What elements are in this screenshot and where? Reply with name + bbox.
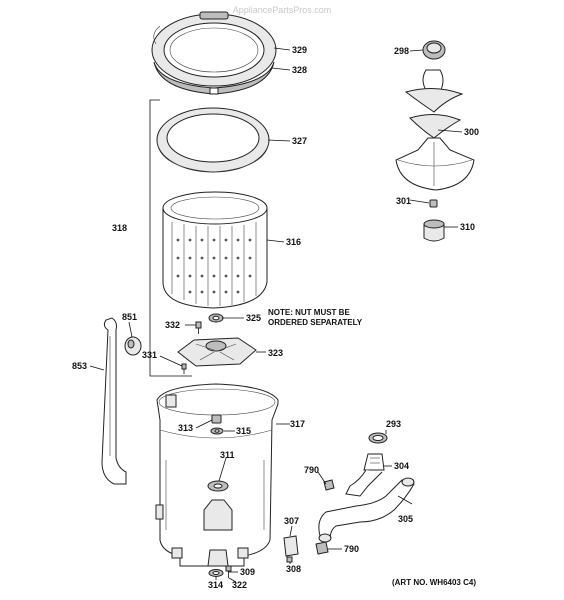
callout-298: 298 xyxy=(394,46,409,56)
part-308-screw[interactable] xyxy=(286,556,293,563)
part-301-bolt[interactable] xyxy=(429,199,438,208)
callout-790-lower: 790 xyxy=(344,544,359,554)
part-304-drain-hose[interactable] xyxy=(345,453,385,497)
note-line-2: ORDERED SEPARATELY xyxy=(268,318,363,327)
part-317-outer-tub[interactable] xyxy=(155,383,279,567)
part-323-hub-plate[interactable] xyxy=(177,337,257,367)
part-790-clip-upper[interactable] xyxy=(323,479,335,491)
callout-301: 301 xyxy=(396,196,411,206)
part-315-washer[interactable] xyxy=(210,427,224,435)
part-790-clip-lower[interactable] xyxy=(315,541,329,555)
callout-310: 310 xyxy=(460,222,475,232)
callout-331: 331 xyxy=(142,350,157,360)
callout-304: 304 xyxy=(394,461,409,471)
callout-311: 311 xyxy=(220,450,235,460)
part-300-agitator[interactable] xyxy=(395,69,475,191)
callout-325: 325 xyxy=(246,313,261,323)
part-313-bolt[interactable] xyxy=(211,414,222,424)
part-307-bracket[interactable] xyxy=(283,535,299,557)
part-851-drain-plug[interactable] xyxy=(124,336,142,356)
callout-314: 314 xyxy=(208,580,223,590)
callout-317: 317 xyxy=(290,419,305,429)
part-309-drain-boot[interactable] xyxy=(207,549,229,567)
callout-316: 316 xyxy=(286,237,301,247)
watermark: AppliancePartsPros.com xyxy=(233,5,332,15)
callout-305: 305 xyxy=(398,514,413,524)
callout-293: 293 xyxy=(386,419,401,429)
callout-851: 851 xyxy=(122,312,137,322)
callout-307: 307 xyxy=(284,516,299,526)
part-329-tub-cover[interactable] xyxy=(151,11,277,87)
part-332-screw[interactable] xyxy=(195,321,202,334)
callout-323: 323 xyxy=(268,348,283,358)
part-310-agitator-base[interactable] xyxy=(423,219,445,242)
part-305-pump-hose[interactable] xyxy=(318,477,415,543)
part-311-tub-seal[interactable] xyxy=(207,480,229,492)
callout-318: 318 xyxy=(112,223,127,233)
part-853-fill-hose[interactable] xyxy=(101,317,127,485)
bracket-318-assembly xyxy=(149,99,192,377)
part-298-agitator-cap[interactable] xyxy=(422,40,446,60)
callout-853: 853 xyxy=(72,361,87,371)
part-314-o-ring[interactable] xyxy=(208,569,224,577)
part-316-wash-basket[interactable] xyxy=(162,191,268,309)
callout-332: 332 xyxy=(165,320,180,330)
callout-300: 300 xyxy=(464,127,479,137)
callout-327: 327 xyxy=(292,136,307,146)
art-number: (ART NO. WH6403 C4) xyxy=(392,578,476,587)
part-325-spanner-nut[interactable] xyxy=(208,313,224,323)
callout-329: 329 xyxy=(292,45,307,55)
part-327-balance-ring[interactable] xyxy=(156,107,270,173)
callout-322: 322 xyxy=(232,580,247,590)
callout-313: 313 xyxy=(178,423,193,433)
part-293-hose-clamp[interactable] xyxy=(368,432,388,444)
callout-309: 309 xyxy=(240,567,255,577)
part-328-tub-gasket[interactable] xyxy=(153,61,275,95)
note-line-1: NOTE: NUT MUST BE xyxy=(268,308,350,317)
callout-308: 308 xyxy=(286,564,301,574)
part-331-screw[interactable] xyxy=(181,363,187,374)
callout-315: 315 xyxy=(236,426,251,436)
leader-lines xyxy=(89,47,463,583)
callout-790-upper: 790 xyxy=(304,465,319,475)
callout-328: 328 xyxy=(292,65,307,75)
